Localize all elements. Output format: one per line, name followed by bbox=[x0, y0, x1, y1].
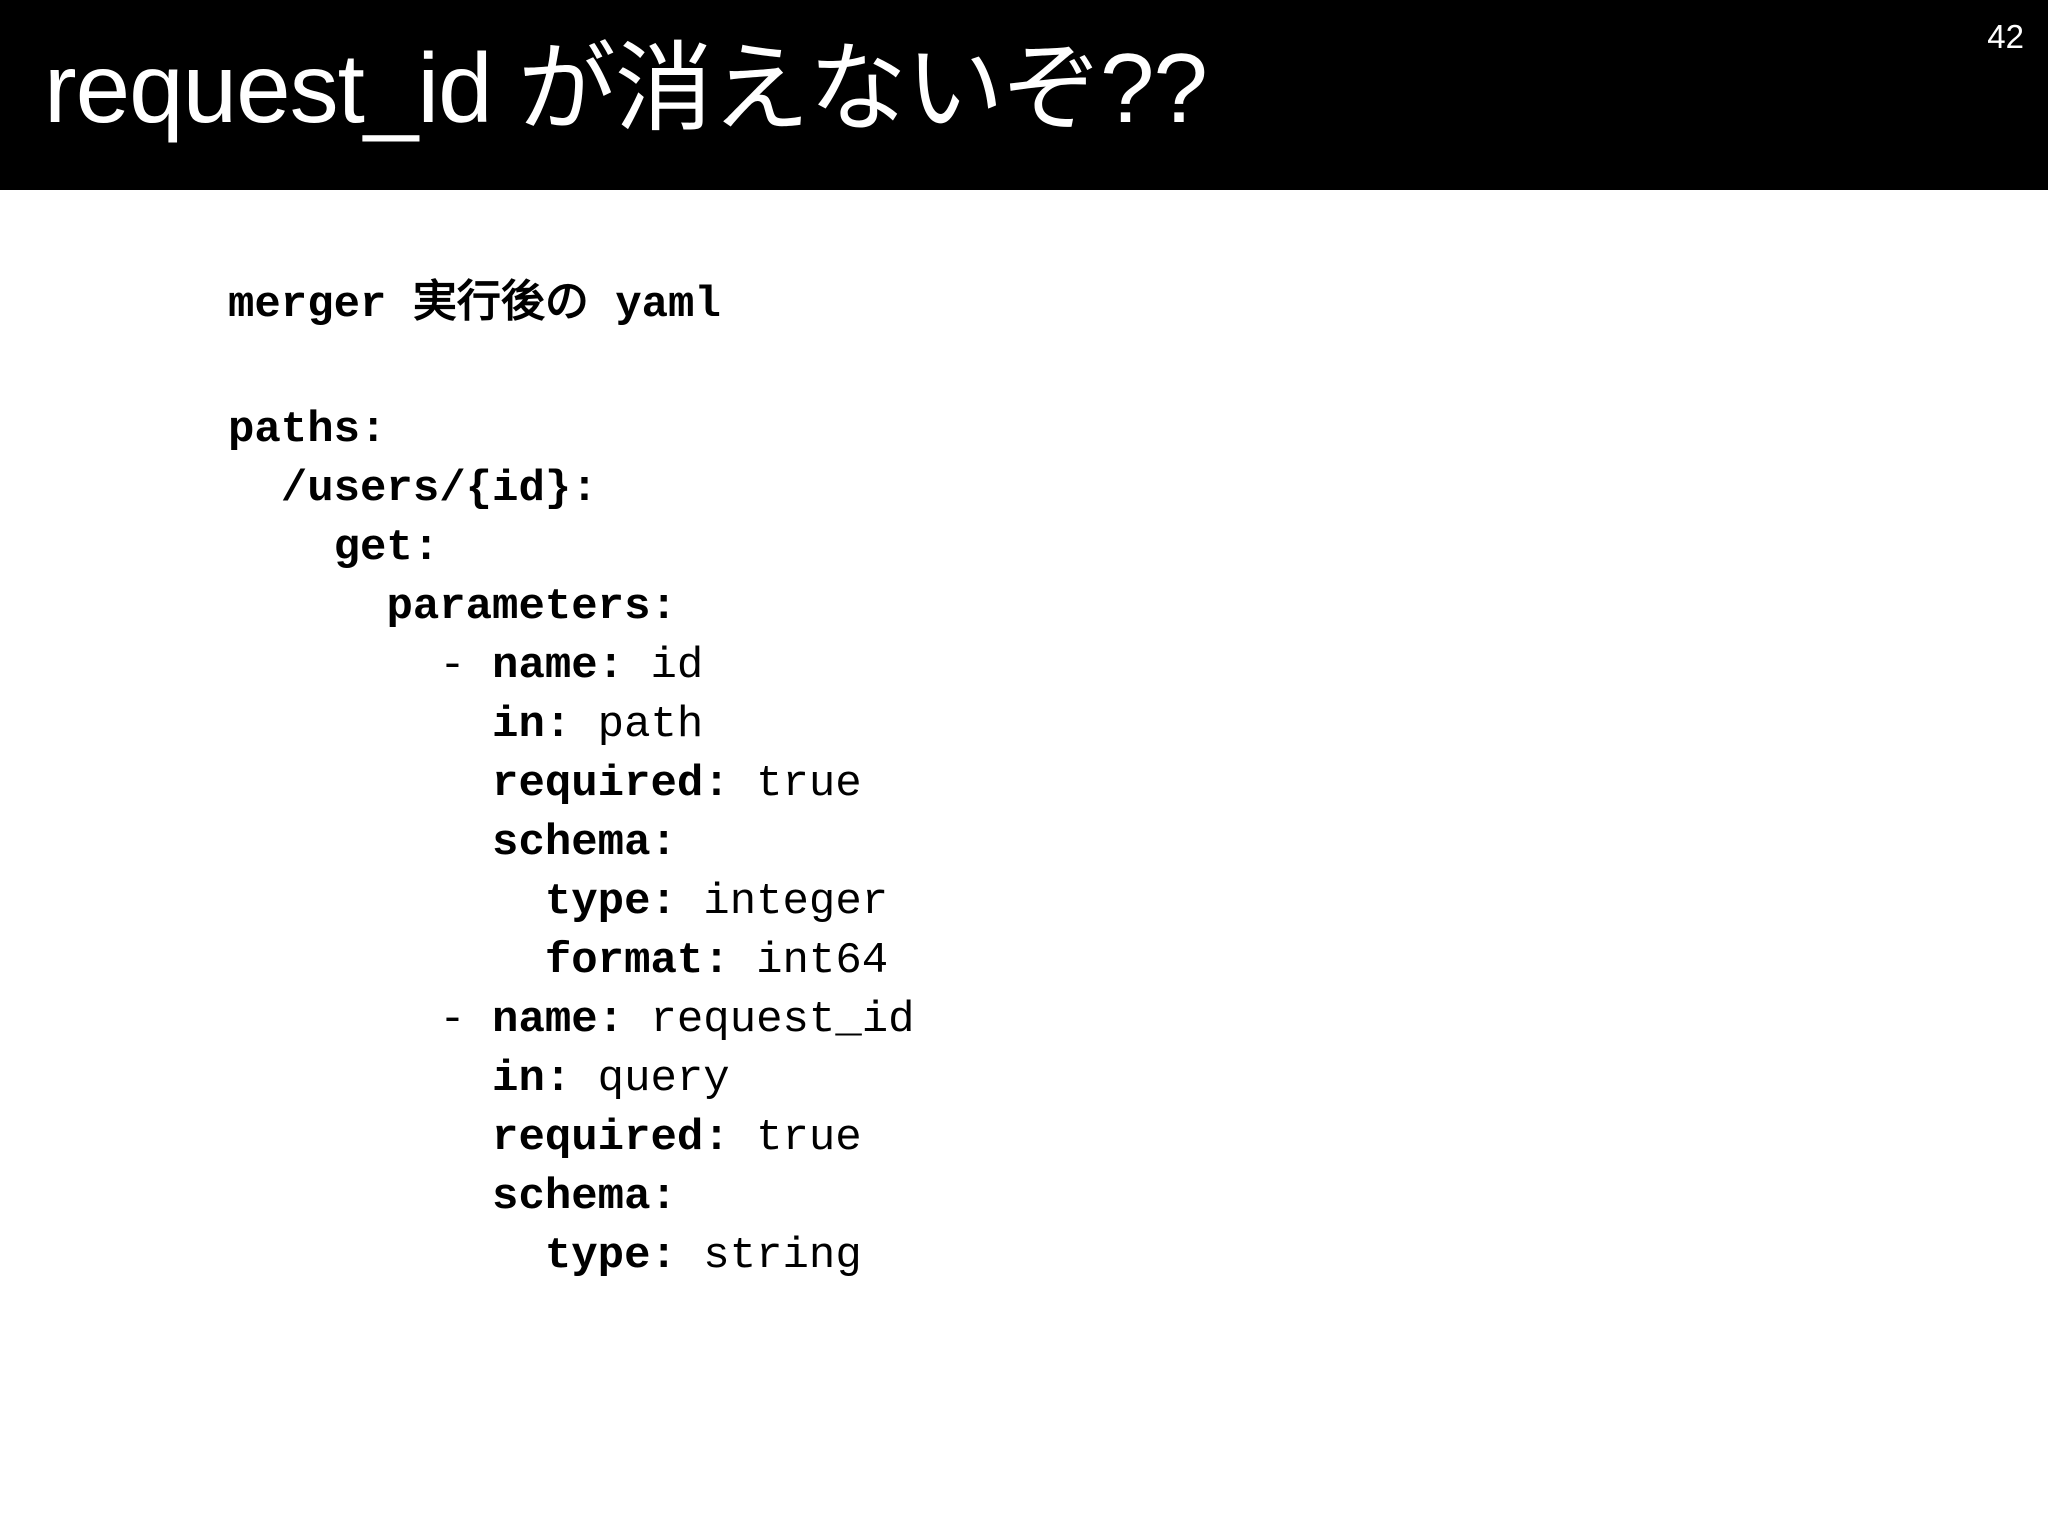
yaml-line: paths: bbox=[228, 401, 915, 460]
page-title: request_id が消えないぞ?? bbox=[44, 33, 1208, 143]
yaml-indent bbox=[228, 523, 334, 573]
yaml-indent: - bbox=[228, 641, 493, 691]
yaml-line: /users/{id}: bbox=[228, 460, 915, 519]
yaml-key: schema: bbox=[492, 1172, 677, 1222]
yaml-key: /users/{id}: bbox=[280, 464, 598, 514]
yaml-value: id bbox=[624, 641, 704, 691]
yaml-key: in: bbox=[492, 700, 572, 750]
yaml-line: - name: id bbox=[228, 637, 915, 696]
yaml-line: type: integer bbox=[228, 873, 915, 932]
yaml-indent bbox=[228, 759, 492, 809]
yaml-key: required: bbox=[492, 1113, 730, 1163]
yaml-key: type: bbox=[544, 877, 677, 927]
yaml-value: true bbox=[729, 759, 862, 809]
yaml-value: int64 bbox=[729, 936, 889, 986]
yaml-line: schema: bbox=[228, 814, 915, 873]
yaml-indent bbox=[228, 818, 492, 868]
yaml-line: in: path bbox=[228, 696, 915, 755]
yaml-value: integer bbox=[676, 877, 889, 927]
yaml-line: format: int64 bbox=[228, 932, 915, 991]
yaml-indent bbox=[228, 936, 545, 986]
slide-body: merger 実行後の yaml paths: /users/{id}: get… bbox=[0, 190, 2048, 1536]
code-subtitle: merger 実行後の yaml bbox=[228, 280, 721, 330]
yaml-key: schema: bbox=[492, 818, 677, 868]
yaml-line: get: bbox=[228, 519, 915, 578]
yaml-value: query bbox=[571, 1054, 730, 1104]
yaml-indent bbox=[228, 1113, 492, 1163]
yaml-key: name: bbox=[492, 641, 625, 691]
yaml-line: schema: bbox=[228, 1168, 915, 1227]
yaml-indent bbox=[228, 1054, 492, 1104]
yaml-indent: - bbox=[228, 995, 493, 1045]
yaml-indent bbox=[228, 700, 492, 750]
slide-page-number: 42 bbox=[1987, 18, 2024, 55]
yaml-line: - name: request_id bbox=[228, 991, 915, 1050]
yaml-key: required: bbox=[492, 759, 730, 809]
yaml-line: in: query bbox=[228, 1050, 915, 1109]
yaml-indent bbox=[228, 582, 386, 632]
yaml-value: true bbox=[729, 1113, 862, 1163]
yaml-line: required: true bbox=[228, 1109, 915, 1168]
yaml-value: path bbox=[571, 700, 704, 750]
yaml-value: request_id bbox=[624, 995, 915, 1045]
yaml-value: string bbox=[676, 1231, 862, 1281]
yaml-indent bbox=[228, 877, 545, 927]
yaml-key: in: bbox=[492, 1054, 572, 1104]
yaml-key: format: bbox=[544, 936, 730, 986]
yaml-key: name: bbox=[492, 995, 625, 1045]
yaml-key: type: bbox=[544, 1231, 677, 1281]
yaml-key: parameters: bbox=[386, 582, 677, 632]
yaml-indent bbox=[228, 1172, 492, 1222]
yaml-code-block: paths: /users/{id}: get: parameters: - n… bbox=[228, 401, 915, 1286]
yaml-line: parameters: bbox=[228, 578, 915, 637]
yaml-key: paths: bbox=[228, 405, 387, 455]
yaml-indent bbox=[228, 464, 281, 514]
yaml-line: type: string bbox=[228, 1227, 915, 1286]
yaml-indent bbox=[228, 1231, 545, 1281]
yaml-key: get: bbox=[333, 523, 440, 573]
yaml-line: required: true bbox=[228, 755, 915, 814]
slide-header-bar: request_id が消えないぞ?? 42 bbox=[0, 0, 2048, 190]
